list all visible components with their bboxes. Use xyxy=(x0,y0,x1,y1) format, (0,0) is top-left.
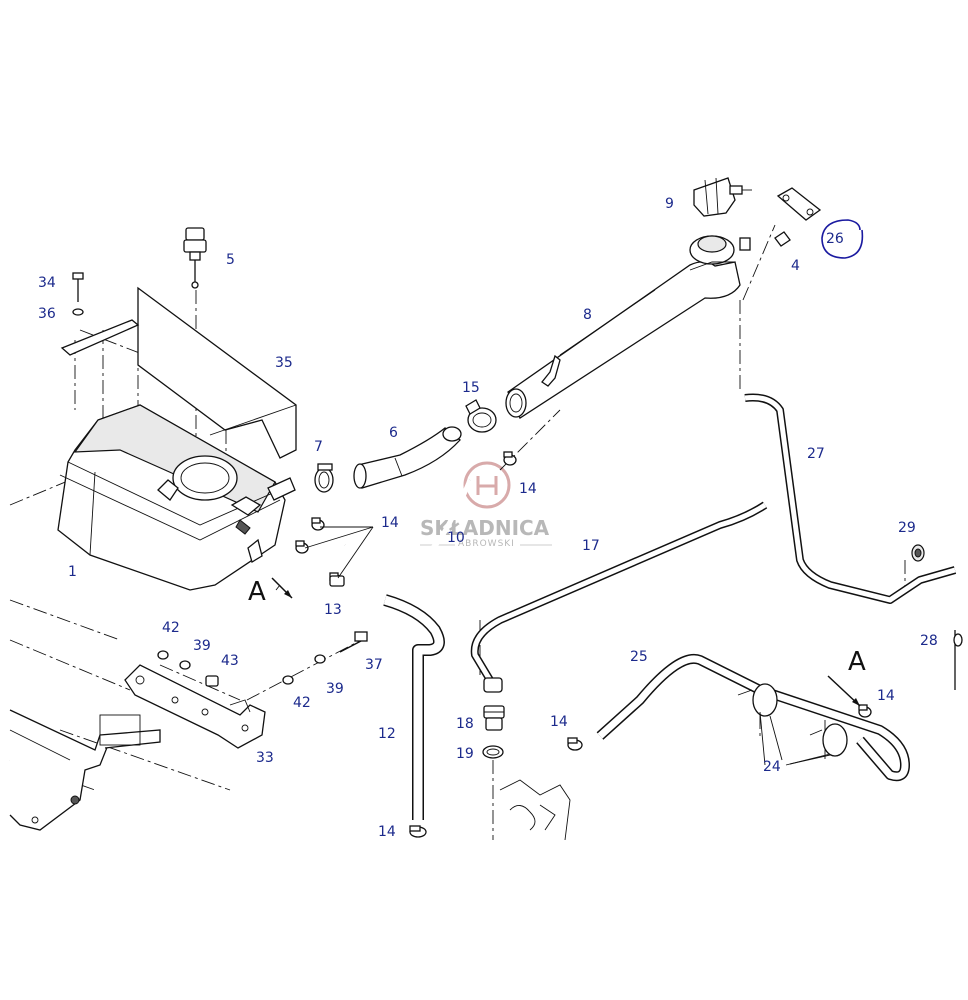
label-26: 26 xyxy=(826,231,844,247)
bracket-4 xyxy=(774,187,822,247)
hose-clamp-7 xyxy=(314,463,334,493)
leader-lines xyxy=(304,526,831,766)
label-34: 34 xyxy=(38,275,56,291)
bracket-33 xyxy=(124,664,266,749)
return-pipe-27 xyxy=(744,393,957,604)
label-36: 36 xyxy=(38,306,56,322)
grommet-29 xyxy=(911,544,925,562)
clamp-14-a xyxy=(503,451,517,466)
engine-fragment xyxy=(499,779,571,841)
view-arrow-a1: A xyxy=(248,577,293,607)
highlight-circle xyxy=(821,219,864,259)
label-42a: 42 xyxy=(162,620,180,636)
label-14e: 14 xyxy=(877,688,895,704)
view-marker-a2: A xyxy=(848,647,866,677)
label-17: 17 xyxy=(582,538,600,554)
label-18: 18 xyxy=(456,716,474,732)
label-25: 25 xyxy=(630,649,648,665)
nut-43 xyxy=(205,675,219,687)
washer-42a xyxy=(157,650,169,660)
part-28 xyxy=(953,630,963,690)
heat-shield-plate xyxy=(60,286,297,459)
label-28: 28 xyxy=(920,633,938,649)
label-9: 9 xyxy=(665,196,674,212)
washer-36 xyxy=(72,308,84,316)
clamp-14-c xyxy=(295,540,309,554)
view-marker-a1: A xyxy=(248,577,266,607)
pipe-25 xyxy=(596,653,910,782)
drain-hose-12 xyxy=(383,594,445,820)
clamp-14-g xyxy=(858,704,872,718)
watermark-sub: ABROWSKI xyxy=(458,539,515,549)
washer-39b xyxy=(314,654,326,664)
clamp-14-b xyxy=(311,517,325,531)
hose-clamp-15 xyxy=(465,399,497,433)
filler-cap xyxy=(693,177,752,217)
label-24: 24 xyxy=(763,759,781,775)
washer-39a xyxy=(179,660,191,670)
label-43: 43 xyxy=(221,653,239,669)
label-14d: 14 xyxy=(550,714,568,730)
clamp-14-f xyxy=(567,737,583,751)
label-19: 19 xyxy=(456,746,474,762)
label-1: 1 xyxy=(68,564,77,580)
label-5: 5 xyxy=(226,252,235,268)
washer-42b xyxy=(282,675,294,685)
label-12: 12 xyxy=(378,726,396,742)
seal-ring-19 xyxy=(482,745,504,759)
bolt-37 xyxy=(339,631,368,653)
union-18 xyxy=(483,705,505,731)
frame-bracket xyxy=(9,709,161,831)
fitting-13 xyxy=(329,575,345,587)
label-6: 6 xyxy=(389,425,398,441)
label-4: 4 xyxy=(791,258,800,274)
bolt-34 xyxy=(72,272,84,302)
label-10: 10 xyxy=(447,530,465,546)
label-14a: 14 xyxy=(519,481,537,497)
breather-hose-10 xyxy=(343,479,473,567)
view-arrow-a2: A xyxy=(827,647,866,707)
label-7: 7 xyxy=(314,439,323,455)
label-37: 37 xyxy=(365,657,383,673)
clamp-14-e xyxy=(409,825,427,838)
label-8: 8 xyxy=(583,307,592,323)
fuel-line-17 xyxy=(470,501,768,693)
label-35: 35 xyxy=(275,355,293,371)
label-15: 15 xyxy=(462,380,480,396)
label-42b: 42 xyxy=(293,695,311,711)
level-sender xyxy=(183,227,207,289)
label-33: 33 xyxy=(256,750,274,766)
part-labels: 1 4 5 6 7 8 9 10 12 13 14 14 14 14 14 15… xyxy=(38,196,938,840)
filler-hose xyxy=(353,426,462,489)
label-39b: 39 xyxy=(326,681,344,697)
label-29: 29 xyxy=(898,520,916,536)
label-14b: 14 xyxy=(381,515,399,531)
label-13: 13 xyxy=(324,602,342,618)
label-27: 27 xyxy=(807,446,825,462)
fuel-tank xyxy=(57,404,296,591)
clips-24 xyxy=(737,683,848,765)
label-39a: 39 xyxy=(193,638,211,654)
label-14c: 14 xyxy=(378,824,396,840)
filler-neck xyxy=(505,235,751,419)
small-clamps xyxy=(295,451,872,838)
